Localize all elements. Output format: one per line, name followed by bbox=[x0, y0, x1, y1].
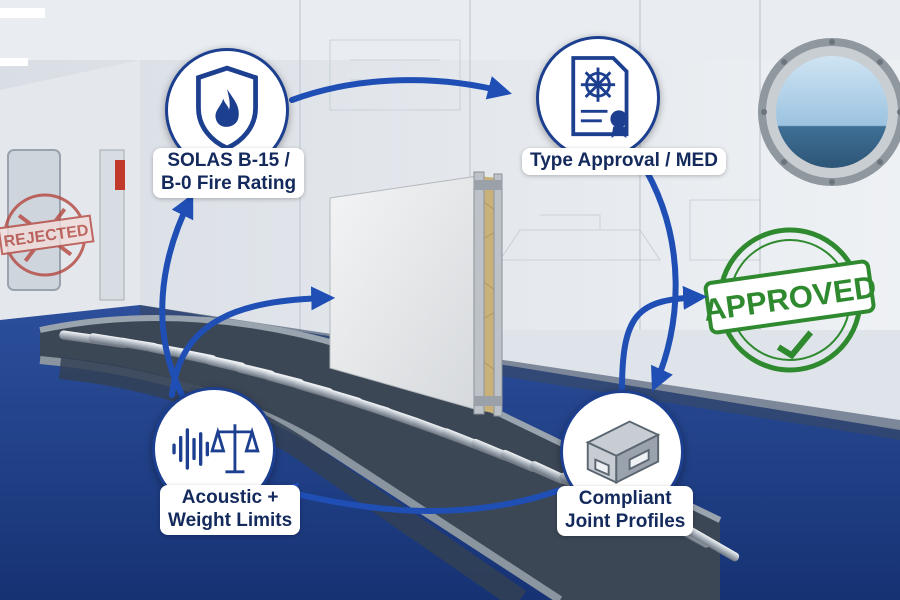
arrow-acoustic-to-panel bbox=[169, 286, 336, 398]
fire-extinguisher-sign bbox=[115, 160, 125, 190]
type-approval-node bbox=[536, 36, 660, 160]
certificate-helm-icon bbox=[571, 56, 629, 138]
rejected-stamp: REJECTED bbox=[0, 193, 95, 277]
arrow-acoustic-to-fire bbox=[159, 193, 194, 398]
ceiling-light bbox=[0, 58, 28, 66]
porthole-window bbox=[758, 38, 900, 186]
arrow-approval-to-profiles bbox=[637, 157, 679, 392]
approved-stamp: APPROVED bbox=[701, 227, 878, 373]
conveyor-roller bbox=[676, 521, 740, 562]
type-approval-label: Type Approval / MED bbox=[522, 148, 726, 175]
sandwich-panel bbox=[329, 171, 503, 417]
aluminum-profile-icon bbox=[585, 420, 661, 484]
sound-wave-scale-icon bbox=[172, 424, 260, 474]
arrow-profiles-to-acoustic bbox=[273, 482, 563, 514]
ceiling-light bbox=[0, 8, 45, 18]
fire-rating-label: SOLAS B-15 / B-0 Fire Rating bbox=[153, 148, 305, 198]
arrow-profiles-to-approved bbox=[619, 285, 708, 393]
flow-arrows bbox=[159, 76, 708, 514]
joint-profiles-label: Compliant Joint Profiles bbox=[557, 486, 694, 536]
acoustic-weight-label: Acoustic + Weight Limits bbox=[160, 485, 301, 535]
arrow-fire-to-approval bbox=[289, 76, 512, 103]
